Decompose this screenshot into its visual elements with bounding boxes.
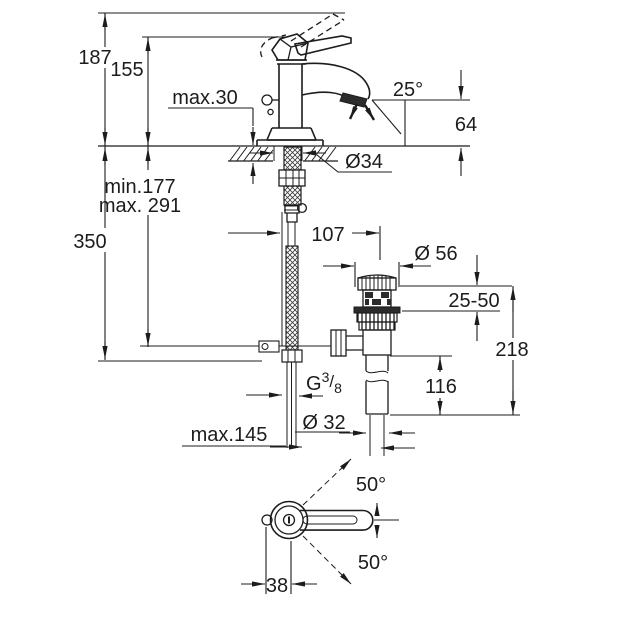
dim-50deg-upper-label: 50° xyxy=(356,474,386,496)
leader-dia34 xyxy=(316,154,392,173)
tailpipe-lower xyxy=(365,381,389,415)
dim-107-label: 107 xyxy=(311,224,344,246)
popup-rod-crossbar xyxy=(284,205,298,211)
dim-g38-label: G3/8 xyxy=(306,369,342,396)
handle-top-view xyxy=(261,465,374,578)
waste-arm-nut xyxy=(330,329,347,357)
waste-ring-upper xyxy=(356,312,398,323)
g38-numerator: 3 xyxy=(322,369,330,385)
hose-end-nut xyxy=(281,349,303,363)
hose-end-nut-facets xyxy=(287,350,296,362)
dim-dia34-label: Ø34 xyxy=(345,151,383,173)
dim-25deg-label: 25° xyxy=(393,79,423,101)
g38-slash: / xyxy=(329,372,334,391)
dim-218-label: 218 xyxy=(495,339,528,361)
waste-side-arm xyxy=(346,335,363,351)
escutcheon-outer-circle xyxy=(269,500,309,540)
waste-arm-nut-facets xyxy=(335,330,342,356)
rod-clevis xyxy=(258,340,280,353)
plug-stem-blocks xyxy=(365,292,391,305)
lever-top-view xyxy=(300,509,374,531)
popup-knob xyxy=(261,94,273,106)
handle-hub-circle xyxy=(282,513,296,527)
plug-cap-top xyxy=(357,274,397,279)
waste-ring-lower xyxy=(358,321,396,331)
waste-body xyxy=(362,329,392,356)
outlet-tube xyxy=(369,415,385,456)
plug-flange xyxy=(353,306,401,314)
hose-tails xyxy=(286,362,297,448)
leader-max30 xyxy=(168,107,254,126)
deck-hole-edges xyxy=(273,146,303,161)
popup-waste-assembly xyxy=(330,274,401,456)
dim-2550-label: 25-50 xyxy=(448,290,499,312)
faucet-base xyxy=(266,127,317,141)
g38-denominator: 8 xyxy=(334,380,342,396)
rod-clevis-pin xyxy=(261,343,269,350)
dim-max145-label: max.145 xyxy=(191,424,268,446)
braided-hose xyxy=(285,245,299,351)
ext-lines-2550 xyxy=(400,285,512,312)
dim-155-label: 155 xyxy=(110,59,143,81)
spray-arrow-right xyxy=(363,104,376,121)
angle-25-line xyxy=(371,99,402,135)
tailpipe-break xyxy=(365,370,389,383)
popup-knob-detail xyxy=(267,108,274,116)
dim-max30-label: max.30 xyxy=(172,87,238,109)
popup-rod-ball xyxy=(296,202,308,214)
plug-cap-ridges xyxy=(361,275,391,290)
dim-dia32-label: Ø 32 xyxy=(302,412,345,434)
popup-knob-top-view xyxy=(261,514,273,526)
deck-hatching xyxy=(229,146,337,161)
connection-tube xyxy=(287,222,296,246)
base-escutcheon xyxy=(256,139,324,146)
lever-slot xyxy=(302,515,358,525)
dim-50deg-lower-label: 50° xyxy=(358,552,388,574)
dim-116-label: 116 xyxy=(425,376,457,398)
aerator xyxy=(339,92,368,108)
tailpipe-upper xyxy=(365,355,389,371)
dimension-labels: 187 155 max.30 25° 64 Ø34 min.177 max. 2… xyxy=(73,47,528,597)
under-deck-assembly xyxy=(140,146,340,448)
dimension-lines xyxy=(98,12,520,594)
handle-lever xyxy=(293,35,352,56)
arrow-swing-dash-upper xyxy=(339,458,352,471)
mounting-nut-facets xyxy=(279,170,305,186)
ext-lines-dia56 xyxy=(354,262,400,287)
dim-38-label: 38 xyxy=(266,575,288,597)
dim-min177-label: min.177 xyxy=(104,176,175,198)
dim-dia56-label: Ø 56 xyxy=(414,243,457,265)
swing-dashed-lines xyxy=(302,465,345,578)
faucet-body xyxy=(278,64,303,128)
handle-dome-facets xyxy=(279,38,309,61)
dim-350-label: 350 xyxy=(73,231,106,253)
faucet-neck xyxy=(276,59,307,65)
hose-fitting xyxy=(284,204,300,223)
spout-outer-curve xyxy=(301,62,371,100)
g38-letter: G xyxy=(306,373,322,395)
mounting-deck xyxy=(98,145,470,162)
ext-lines-38 xyxy=(265,527,292,594)
handle-lever-raised-dashed xyxy=(259,13,345,58)
faucet-front-view xyxy=(256,13,371,146)
spray-arrow-left xyxy=(348,103,359,120)
dim-max291-label: max. 291 xyxy=(99,195,181,217)
arrow-swing-dash-lower xyxy=(339,572,352,585)
dim-64-label: 64 xyxy=(455,114,477,136)
dim-187-label: 187 xyxy=(78,47,111,69)
